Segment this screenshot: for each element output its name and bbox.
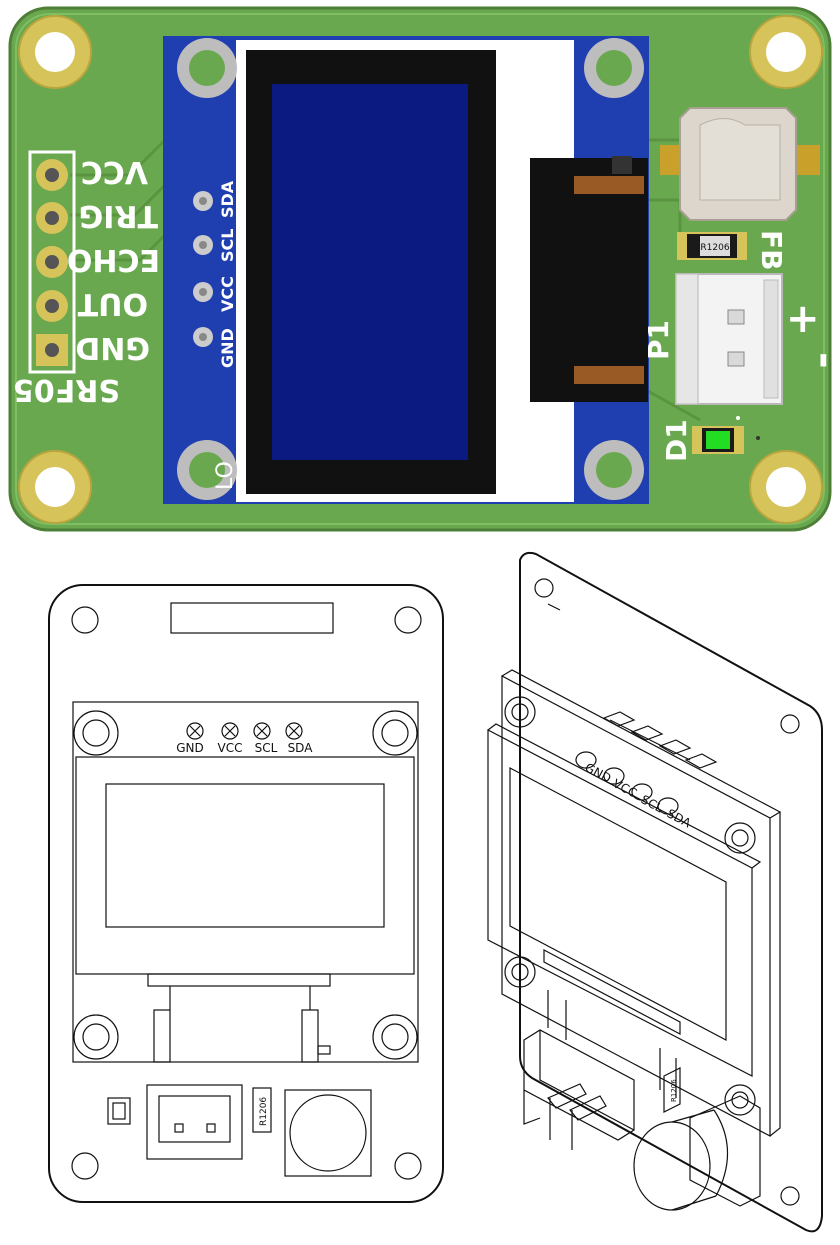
- front-pin-vcc: VCC: [218, 741, 243, 755]
- d1-label: D1: [660, 419, 693, 462]
- oled-pin-vcc: VCC: [218, 276, 237, 312]
- header-name: SRF05: [13, 372, 120, 407]
- front-pin-scl: SCL: [255, 741, 278, 755]
- oled-pin-scl: SCL: [218, 229, 237, 262]
- front-view-drawing: GND VCC SCL SDA R1206: [48, 584, 444, 1203]
- front-buzzer: [284, 1089, 372, 1177]
- oled-module: SDA SCL VCC GND LO: [163, 36, 649, 504]
- p1-label: P1: [642, 320, 675, 360]
- front-board-outline: [48, 584, 444, 1203]
- mounting-hole-br: [749, 450, 823, 524]
- srf05-header: [28, 150, 76, 374]
- header-pin-trig: TRIG: [79, 198, 158, 233]
- front-pin-sda: SDA: [288, 741, 314, 755]
- oled-pins: [193, 191, 213, 347]
- oled-corner-text: LO: [213, 461, 238, 490]
- header-pin-vcc: VCC: [81, 154, 148, 189]
- front-pins: GND VCC SCL SDA: [176, 722, 314, 755]
- led-d1: D1: [660, 416, 760, 462]
- pcb-render: VCC TRIG ECHO OUT GND SRF05: [8, 6, 840, 532]
- mounting-hole-bl: [18, 450, 92, 524]
- front-connector: [146, 1084, 243, 1160]
- header-pin-gnd: GND: [75, 330, 150, 365]
- oled-screen: [272, 84, 468, 460]
- header-pin-echo: ECHO: [67, 242, 160, 277]
- iso-connector: [523, 1029, 635, 1150]
- header-pin-out: OUT: [77, 286, 148, 321]
- mounting-hole-tl: [18, 15, 92, 89]
- mounting-hole-tr: [749, 15, 823, 89]
- iso-view-drawing: GND VCC SCL SDA R1206: [487, 551, 823, 1233]
- front-resistor: R1206: [252, 1087, 272, 1133]
- iso-resistor: R1206: [663, 1067, 681, 1113]
- oled-pin-sda: SDA: [218, 180, 237, 218]
- led-lens: [706, 431, 730, 449]
- connector-p1: P1 + -: [642, 273, 840, 405]
- resistor-marking: R1206: [700, 243, 729, 253]
- minus-label: -: [802, 352, 840, 369]
- iso-pin-sda: SDA: [665, 806, 694, 830]
- iso-buzzer: [633, 1095, 761, 1211]
- front-pin-gnd: GND: [176, 741, 204, 755]
- iso-resistor-marking: R1206: [670, 1079, 678, 1102]
- front-led: [107, 1097, 131, 1125]
- header-labels: VCC TRIG ECHO OUT GND SRF05: [13, 154, 160, 407]
- buzzer: [660, 107, 820, 221]
- plus-label: +: [786, 296, 820, 342]
- front-resistor-marking: R1206: [259, 1097, 269, 1126]
- oled-pin-gnd: GND: [218, 328, 237, 368]
- pcb-traces: [70, 138, 701, 422]
- iso-board-outline: [519, 551, 823, 1233]
